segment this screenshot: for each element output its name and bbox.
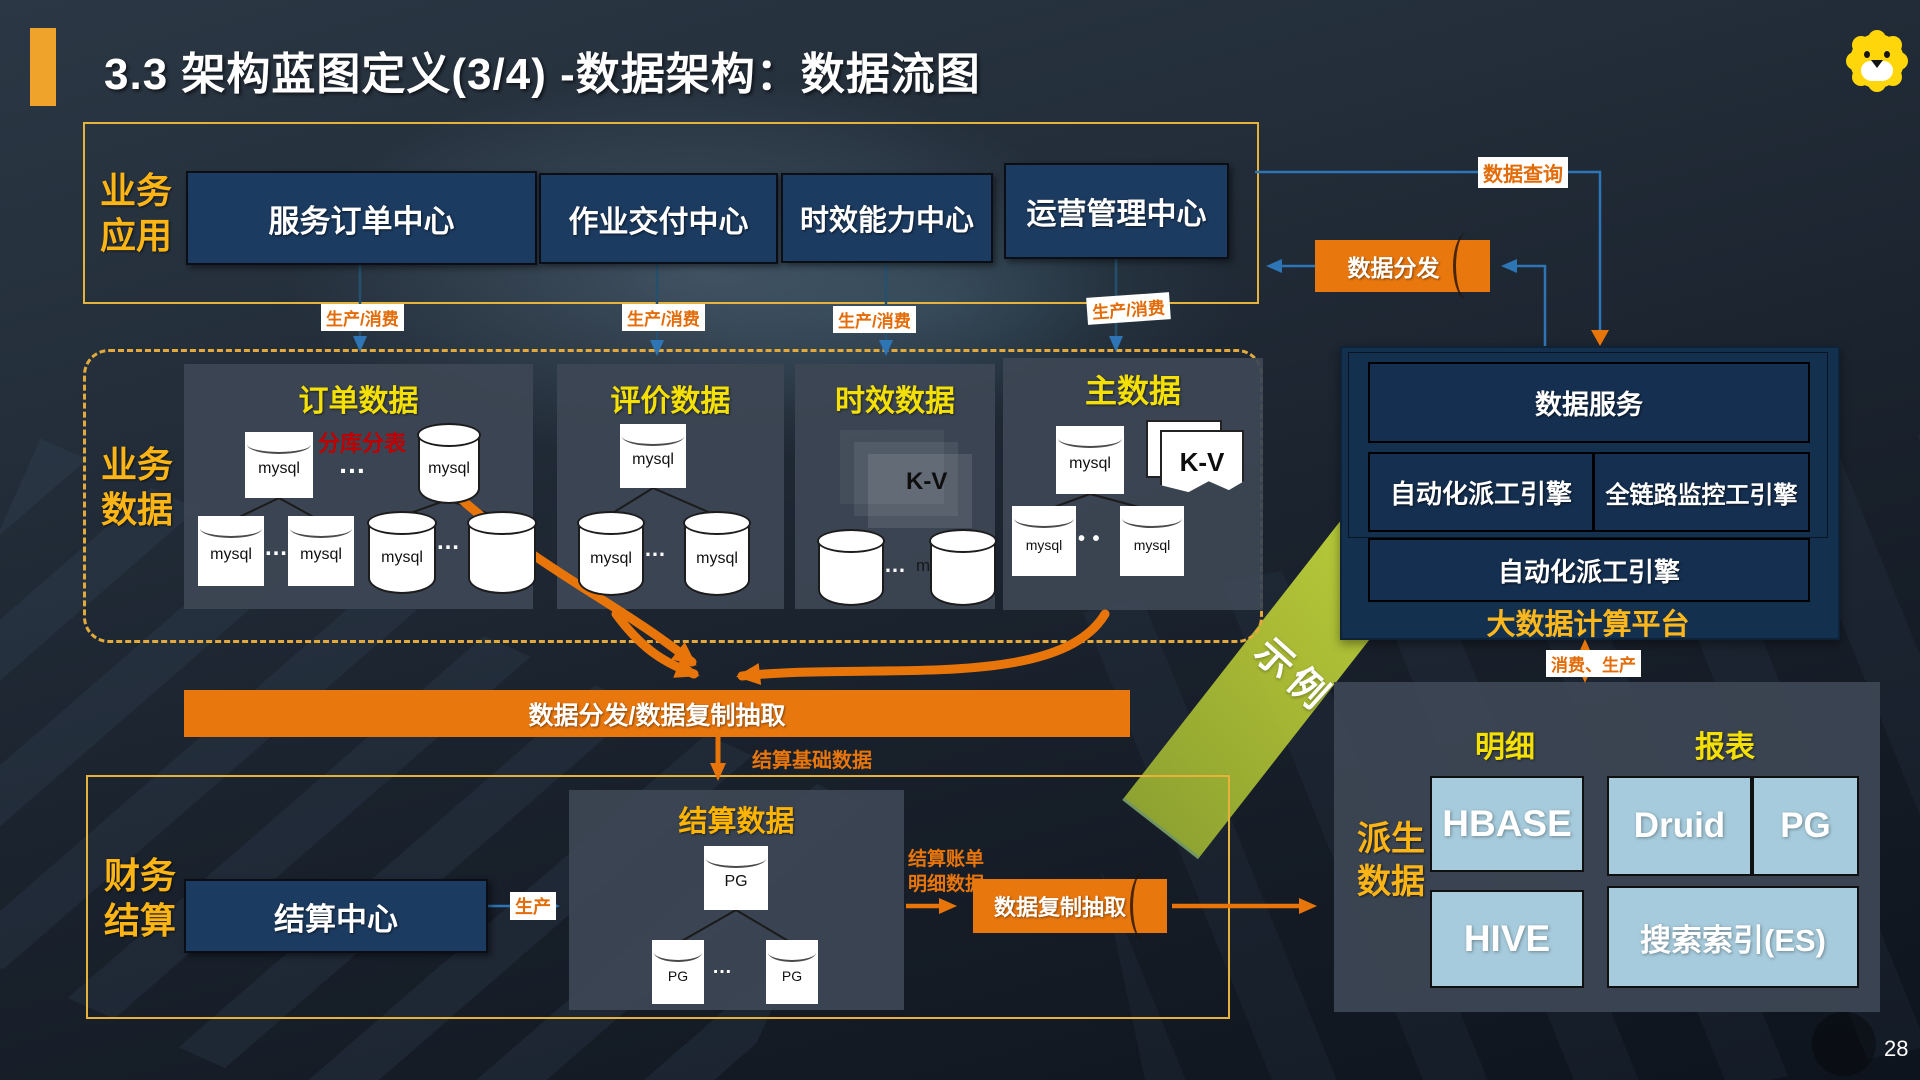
business-app-label: 业务 应用 xyxy=(99,170,172,256)
shard-split-label: 分库分表 xyxy=(318,431,407,456)
page-number: 28 xyxy=(1884,1036,1909,1061)
platform-inner-border xyxy=(1348,352,1828,538)
finance-settlement-label: 财务 结算 xyxy=(103,855,176,941)
data-distribute-bar: 数据分发/数据复制抽取 xyxy=(184,690,1130,737)
kv-store-sheet xyxy=(868,454,972,528)
hive-box: HIVE xyxy=(1430,890,1584,988)
pg-box: PG xyxy=(1752,776,1859,876)
ellipsis: • • xyxy=(1078,528,1101,550)
mysql-db-cylinder: mysql xyxy=(620,424,686,488)
mysql-db-cylinder: mysql xyxy=(683,511,751,596)
ellipsis: … xyxy=(884,552,907,577)
ellipsis: … xyxy=(264,534,289,561)
pg-db-cylinder: PG xyxy=(652,940,704,1004)
business-data-label: 业务 数据 xyxy=(100,444,173,530)
finance-settlement-frame xyxy=(86,775,1230,1019)
order-data-title: 订单数据 xyxy=(298,385,419,418)
settlement-center-box: 结算中心 xyxy=(184,879,488,953)
consume-produce-tag: 消费、生产 xyxy=(1546,650,1641,677)
mysql-db-cylinder: mysql xyxy=(1056,426,1124,494)
mysql-db-cylinder: mysql xyxy=(417,423,481,504)
db-cylinder xyxy=(929,529,997,606)
app-box-operation-mgmt-center: 运营管理中心 xyxy=(1004,163,1229,259)
ellipsis: … xyxy=(644,536,667,561)
mysql-db-cylinder: mysql xyxy=(1120,506,1184,576)
search-index-es-box: 搜索索引(ES) xyxy=(1607,886,1859,988)
app-box-job-delivery-center: 作业交付中心 xyxy=(539,173,778,264)
report-column-header: 报表 xyxy=(1695,731,1755,764)
derived-data-label: 派生 数据 xyxy=(1357,820,1425,901)
ellipsis: … xyxy=(712,956,733,978)
mysql-db-cylinder: mysql xyxy=(198,516,264,586)
hbase-box: HBASE xyxy=(1430,776,1584,872)
app-box-timeliness-capability-center: 时效能力中心 xyxy=(781,173,993,263)
master-data-title: 主数据 xyxy=(1084,373,1181,409)
lion-eye xyxy=(1884,51,1890,58)
druid-box: Druid xyxy=(1607,776,1752,876)
watermark-circle xyxy=(1812,1012,1876,1076)
mysql-db-cylinder: mysql xyxy=(288,516,354,586)
lion-nose xyxy=(1871,60,1883,68)
data-query-label: 数据查询 xyxy=(1478,157,1568,188)
mysql-db-cylinder: mysql xyxy=(577,511,645,596)
prod-consume-tag: 生产/消费 xyxy=(833,306,916,333)
prod-consume-tag: 生产/消费 xyxy=(1086,292,1171,325)
auto-dispatch-engine-box-2: 自动化派工引擎 xyxy=(1368,538,1810,602)
prod-consume-tag: 生产/消费 xyxy=(321,304,404,331)
app-box-service-order-center: 服务订单中心 xyxy=(186,171,537,265)
ellipsis: … xyxy=(338,448,367,479)
produce-tag: 生产 xyxy=(510,892,556,920)
data-service-box: 数据服务 xyxy=(1368,362,1810,443)
detail-column-header: 明细 xyxy=(1475,731,1535,764)
review-data-title: 评价数据 xyxy=(610,385,731,418)
kv-document: K-V xyxy=(1160,430,1244,493)
fulllink-monitor-engine-box: 全链路监控工引擎 xyxy=(1593,452,1810,532)
kv-label: K-V xyxy=(906,468,948,495)
mysql-db-cylinder: mysql xyxy=(1012,506,1076,576)
data-query-arrowhead xyxy=(1591,330,1609,346)
lion-muzzle xyxy=(1861,61,1893,81)
lion-eye xyxy=(1864,51,1870,58)
data-copy-extract-box: 数据复制抽取 xyxy=(973,871,1167,941)
timeliness-data-title: 时效数据 xyxy=(835,385,955,418)
title-accent-bar xyxy=(30,28,56,106)
db-cylinder xyxy=(467,511,537,594)
data-dispatch-box: 数据分发 xyxy=(1315,232,1490,300)
platform-to-dispatch-line xyxy=(1501,259,1547,346)
page-title: 3.3 架构蓝图定义(3/4) -数据架构：数据流图 xyxy=(104,50,981,99)
ellipsis: … xyxy=(436,528,461,555)
pg-db-cylinder: PG xyxy=(766,940,818,1004)
auto-dispatch-engine-box: 自动化派工引擎 xyxy=(1368,452,1594,532)
mysql-db-cylinder: mysql xyxy=(245,432,313,498)
settlement-data-title: 结算数据 xyxy=(678,806,795,838)
kv-store-sheet xyxy=(840,430,944,504)
settlement-base-data-label: 结算基础数据 xyxy=(752,750,872,772)
lion-logo-icon xyxy=(1850,34,1904,88)
mysql-partial-label: m xyxy=(916,556,931,575)
bigdata-platform-label: 大数据计算平台 xyxy=(1486,609,1690,641)
db-cylinder xyxy=(817,529,885,606)
mysql-db-cylinder: mysql xyxy=(367,511,437,594)
prod-consume-tag: 生产/消费 xyxy=(622,304,705,331)
kv-store-sheet xyxy=(854,442,958,516)
pg-db-cylinder: PG xyxy=(704,846,768,910)
settlement-bill-label: 结算账单 明细数据 xyxy=(908,849,985,895)
